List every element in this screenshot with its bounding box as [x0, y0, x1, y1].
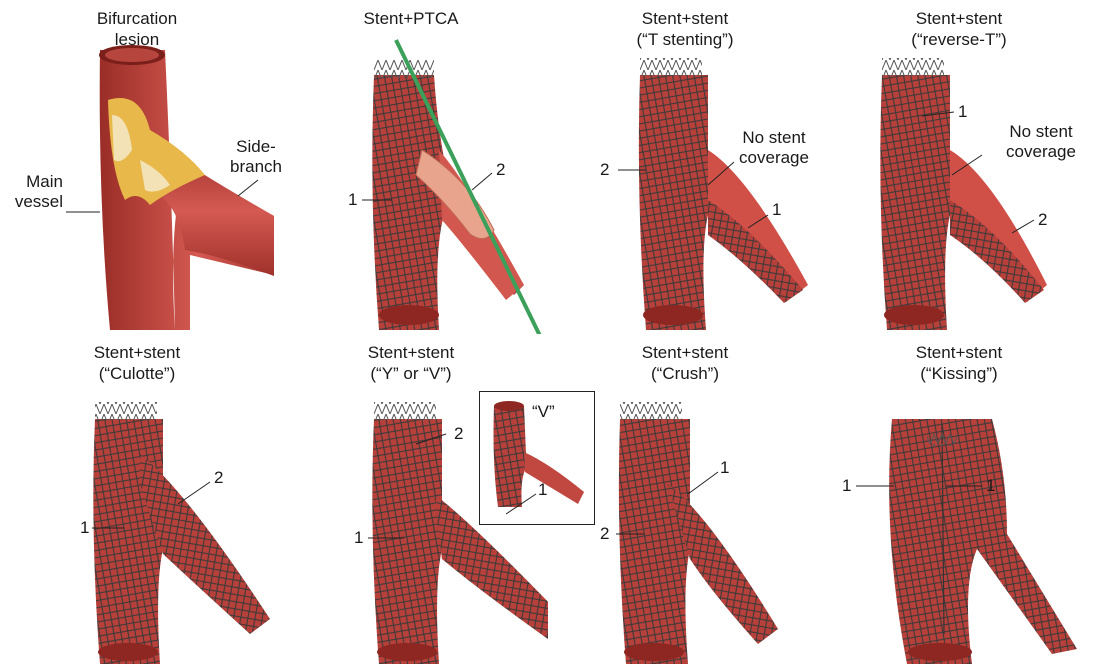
panel-reverse-t: Stent+stent (“reverse-T”) 1 No stent cov… [822, 0, 1096, 334]
panel-crush: Stent+stent (“Crush”) 1 2 [548, 334, 822, 668]
panel-stent-ptca: Stent+PTCA 1 2 [274, 0, 548, 334]
label-1: 1 [772, 200, 781, 220]
crush-illustration [548, 334, 822, 668]
panel-title: Stent+PTCA [274, 8, 548, 29]
label-1-side: 1 [538, 480, 547, 500]
stent-ptca-illustration [274, 0, 548, 334]
reverse-t-illustration [822, 0, 1096, 334]
panel-culotte: Stent+stent (“Culotte”) 1 2 [0, 334, 274, 668]
panel-y-or-v: Stent+stent (“Y” or “V”) “V” 2 1 1 [274, 334, 548, 668]
no-stent-coverage-label: No stent coverage [996, 122, 1086, 162]
label-2: 2 [600, 524, 609, 544]
panel-title: Stent+stent (“T stenting”) [548, 8, 822, 50]
culotte-illustration [0, 334, 274, 668]
panel-title: Stent+stent (“Culotte”) [0, 342, 274, 384]
label-1-left: 1 [842, 476, 851, 496]
label-2: 2 [454, 424, 463, 444]
label-1: 1 [958, 102, 967, 122]
panel-bifurcation-lesion: Bifurcation lesion Main vessel Side- bra… [0, 0, 274, 334]
label-1: 1 [80, 518, 89, 538]
label-2: 2 [1038, 210, 1047, 230]
label-1: 1 [348, 190, 357, 210]
label-1-right: 1 [986, 476, 995, 496]
kissing-illustration [822, 334, 1096, 668]
label-1: 1 [720, 458, 729, 478]
panel-kissing: Stent+stent (“Kissing”) 1 1 [822, 334, 1096, 668]
label-2: 2 [600, 160, 609, 180]
label-2: 2 [496, 160, 505, 180]
panel-title: Stent+stent (“Kissing”) [822, 342, 1096, 384]
panel-title: Bifurcation lesion [0, 8, 274, 50]
panel-t-stenting: Stent+stent (“T stenting”) 2 No stent co… [548, 0, 822, 334]
main-vessel-label: Main vessel [5, 172, 63, 212]
label-1-main: 1 [354, 528, 363, 548]
panel-title: Stent+stent (“Y” or “V”) [274, 342, 548, 384]
no-stent-coverage-label: No stent coverage [728, 128, 820, 168]
panel-title: Stent+stent (“reverse-T”) [822, 8, 1096, 50]
label-2: 2 [214, 468, 223, 488]
panel-title: Stent+stent (“Crush”) [548, 342, 822, 384]
